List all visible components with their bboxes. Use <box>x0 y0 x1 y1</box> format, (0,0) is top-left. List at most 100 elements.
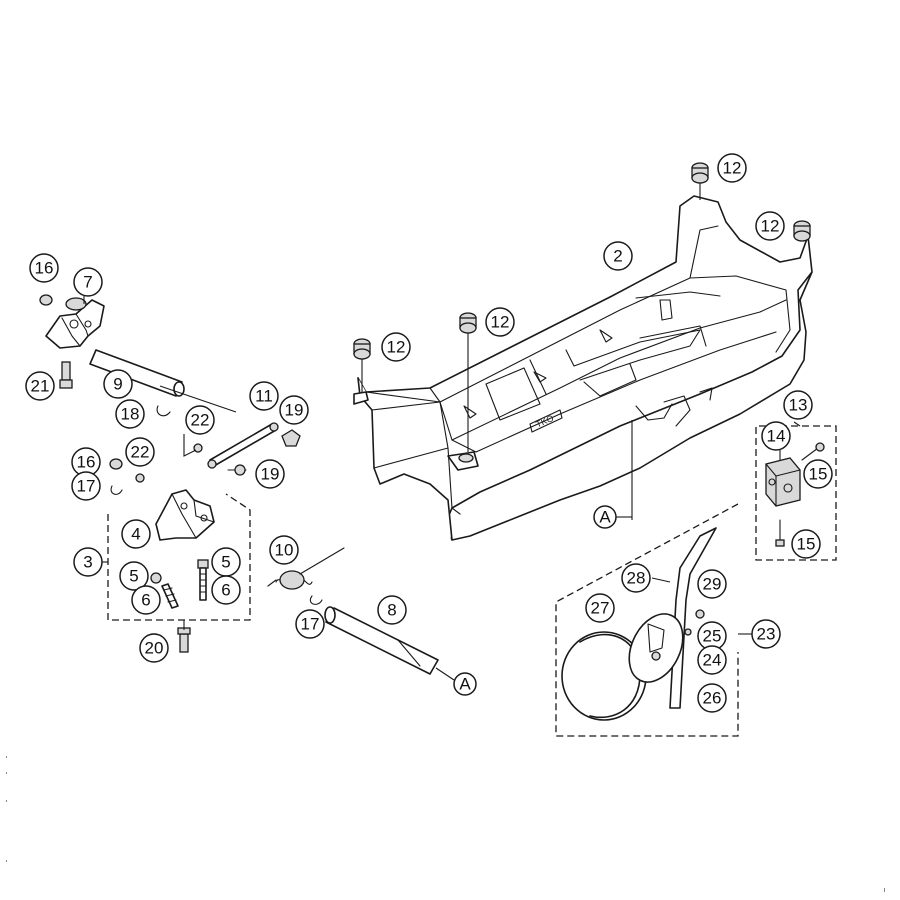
callout-23: 23 <box>751 619 781 649</box>
callout-4: 4 <box>121 519 151 549</box>
svg-text:12: 12 <box>491 313 510 332</box>
cap-12-top <box>691 162 709 200</box>
svg-text:14: 14 <box>767 427 786 446</box>
svg-text:TKO: TKO <box>534 413 555 430</box>
svg-text:5: 5 <box>129 567 138 586</box>
callout-12-left: 12 <box>381 332 411 362</box>
callout-26: 26 <box>697 683 727 713</box>
group-13-outline <box>755 425 837 561</box>
nut-16-lower <box>109 458 123 470</box>
svg-text:9: 9 <box>113 375 122 394</box>
callout-15-top: 15 <box>803 459 833 489</box>
speck <box>6 800 7 802</box>
group-23-outline <box>555 503 739 737</box>
callout-27: 27 <box>585 593 615 623</box>
callout-a-lower: A <box>453 672 477 696</box>
clip-18 <box>156 405 171 417</box>
spring-pin-6-right <box>197 559 209 601</box>
cap-12-right <box>793 220 811 242</box>
callout-7: 7 <box>73 267 103 297</box>
svg-text:15: 15 <box>809 465 828 484</box>
callout-10: 10 <box>269 535 299 565</box>
spring-pin-6-left <box>161 583 179 609</box>
screw-29 <box>695 609 705 619</box>
svg-text:7: 7 <box>83 273 92 292</box>
callout-19-b: 19 <box>255 459 285 489</box>
svg-text:22: 22 <box>131 443 150 462</box>
svg-text:4: 4 <box>131 525 140 544</box>
callout-15-bottom: 15 <box>791 529 821 559</box>
svg-text:16: 16 <box>77 453 96 472</box>
callout-3: 3 <box>73 547 103 577</box>
svg-text:11: 11 <box>255 387 273 406</box>
svg-text:19: 19 <box>285 401 304 420</box>
screw-15-bottom <box>775 519 785 547</box>
svg-text:19: 19 <box>261 465 280 484</box>
bracket-part-7 <box>45 290 105 349</box>
speck <box>6 772 7 774</box>
plate-part-24 <box>628 613 684 683</box>
callout-12-top: 12 <box>717 153 747 183</box>
bolt-20 <box>177 627 191 653</box>
speck <box>6 756 7 758</box>
speck <box>6 860 7 862</box>
clip-17-upper <box>110 485 123 495</box>
callout-14: 14 <box>761 421 791 451</box>
svg-text:17: 17 <box>77 477 96 496</box>
collar-5-left <box>150 572 162 584</box>
svg-text:22: 22 <box>191 411 210 430</box>
svg-text:13: 13 <box>789 396 808 415</box>
tray-part-2: TKO <box>353 195 813 541</box>
callout-16-lower: 16 <box>71 447 101 477</box>
svg-text:5: 5 <box>221 553 230 572</box>
svg-text:10: 10 <box>275 541 294 560</box>
callout-16-top: 16 <box>29 253 59 283</box>
callout-28: 28 <box>621 563 651 593</box>
callout-11: 11 <box>249 381 279 411</box>
svg-text:16: 16 <box>35 259 54 278</box>
link-part-11 <box>207 422 279 469</box>
svg-text:21: 21 <box>31 377 50 396</box>
svg-text:29: 29 <box>703 575 722 594</box>
callout-2: 2 <box>603 241 633 271</box>
rod-part-28 <box>669 527 717 709</box>
block-part-14 <box>765 457 801 507</box>
cover-part-27 <box>561 631 647 721</box>
svg-text:A: A <box>599 508 611 527</box>
screw-15-top <box>801 442 825 461</box>
callout-12-mid: 12 <box>485 307 515 337</box>
group-3-outline <box>107 493 251 621</box>
svg-text:20: 20 <box>145 639 164 658</box>
svg-text:6: 6 <box>141 591 150 610</box>
rod-part-9 <box>89 349 185 397</box>
callout-5-left: 5 <box>119 561 149 591</box>
svg-text:24: 24 <box>703 651 722 670</box>
callout-12-right: 12 <box>755 211 785 241</box>
callout-17-upper: 17 <box>71 471 101 501</box>
callout-6-left: 6 <box>131 585 161 615</box>
callout-18: 18 <box>115 399 145 429</box>
svg-text:2: 2 <box>613 247 622 266</box>
callout-25: 25 <box>697 621 727 651</box>
svg-text:A: A <box>459 675 471 694</box>
bolt-19-b <box>227 464 247 476</box>
callout-29: 29 <box>697 569 727 599</box>
callout-22-lower: 22 <box>125 437 155 467</box>
cap-12-left <box>353 338 371 392</box>
svg-text:15: 15 <box>797 535 816 554</box>
svg-text:17: 17 <box>301 615 320 634</box>
washer-22-lower <box>135 473 145 483</box>
callout-19-a: 19 <box>279 395 309 425</box>
bolt-19-a <box>281 429 301 447</box>
svg-text:6: 6 <box>221 581 230 600</box>
svg-text:25: 25 <box>703 627 722 646</box>
callout-20: 20 <box>139 633 169 663</box>
callout-5-right: 5 <box>211 547 241 577</box>
callout-21: 21 <box>25 371 55 401</box>
callout-22-top: 22 <box>185 405 215 435</box>
callout-6-right: 6 <box>211 575 241 605</box>
svg-text:12: 12 <box>387 338 406 357</box>
shaft-part-8 <box>324 606 455 681</box>
svg-text:28: 28 <box>627 569 646 588</box>
